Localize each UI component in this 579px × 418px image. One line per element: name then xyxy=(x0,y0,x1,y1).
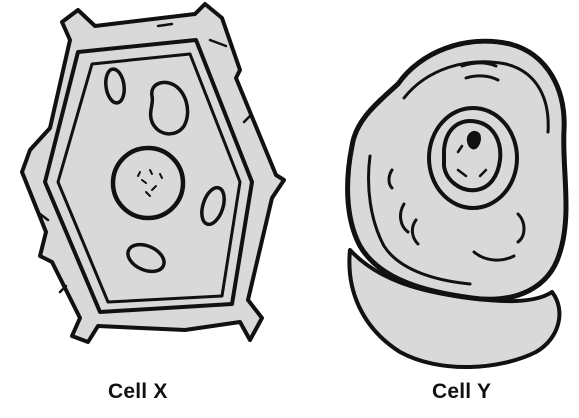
cell-y-nucleolus xyxy=(468,132,480,148)
cell-x-nucleus xyxy=(113,148,183,218)
cell-y-label: Cell Y xyxy=(432,380,491,404)
cell-x-organelle-top-right xyxy=(151,83,188,134)
cell-x-drawing xyxy=(22,4,284,342)
cell-x-label: Cell X xyxy=(108,380,168,404)
cell-y-drawing xyxy=(348,41,566,367)
